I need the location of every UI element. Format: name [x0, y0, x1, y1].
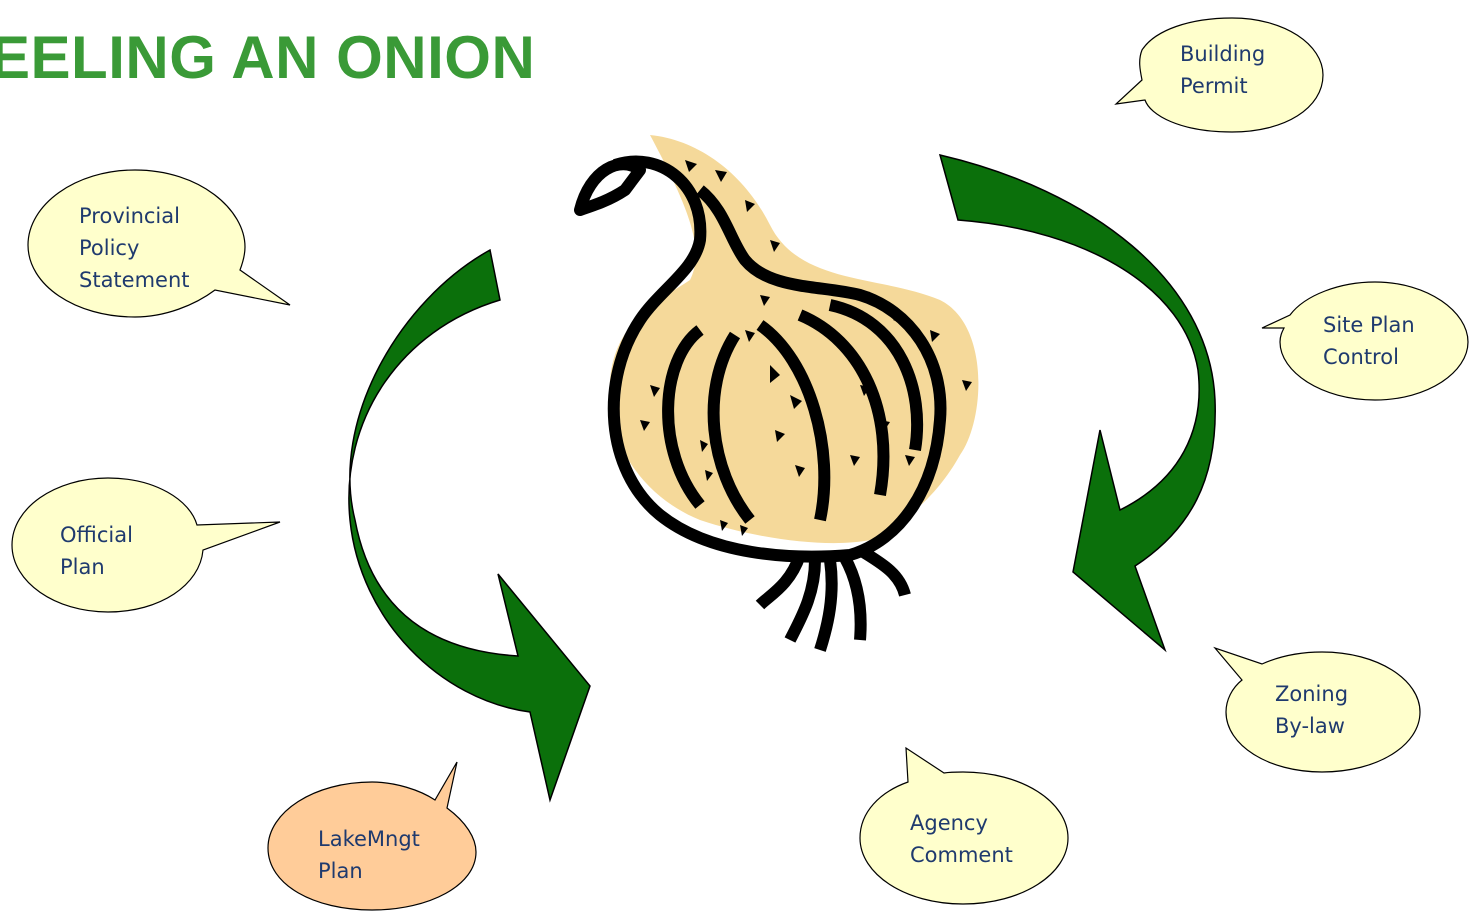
bubble-agency-comment-text: Agency Comment	[910, 811, 1013, 867]
bubble-official-plan-text: Official Plan	[60, 523, 140, 579]
onion-layer-3	[756, 320, 831, 522]
bubble-agency-comment-shape	[859, 746, 1069, 905]
onion-specks	[640, 160, 972, 536]
bubble-zoning-by-law-text: Zoning By-law	[1275, 682, 1355, 738]
bubble-zoning-by-law: Zoning By-law	[1213, 646, 1421, 773]
bubble-site-plan-control-shape	[1261, 281, 1469, 401]
bubble-line: Plan	[60, 555, 105, 579]
onion-layer-1	[662, 325, 705, 509]
bubble-line: LakeMngt	[318, 827, 420, 851]
onion-layer-5	[828, 299, 924, 451]
onion-root-1	[755, 552, 806, 610]
onion-icon	[574, 135, 979, 652]
bubble-site-plan-control: Site Plan Control	[1261, 281, 1469, 401]
bubble-line: Provincial	[79, 204, 180, 228]
bubble-zoning-by-law-shape	[1213, 646, 1421, 773]
bubble-provincial-policy-statement-shape	[27, 169, 291, 318]
bubble-lakemngt-plan-shape	[267, 761, 477, 911]
bubble-provincial-policy-statement: Provincial Policy Statement	[27, 169, 291, 318]
bubble-line: Building	[1180, 42, 1265, 66]
onion-layer-2	[707, 331, 755, 524]
bubble-line: Control	[1323, 345, 1399, 369]
bubble-line: Policy	[79, 236, 139, 260]
bubble-site-plan-control-text: Site Plan Control	[1323, 313, 1421, 369]
bubble-official-plan-shape	[11, 477, 281, 613]
bubble-line: Zoning	[1275, 682, 1348, 706]
bubble-line: Official	[60, 523, 133, 547]
onion-stem	[574, 158, 646, 216]
onion-root-4	[839, 555, 867, 641]
bubble-line: Statement	[79, 268, 190, 292]
curved-arrow-left-icon	[348, 248, 591, 803]
bubble-lakemngt-plan: LakeMngt Plan	[267, 761, 477, 911]
bubble-lakemngt-plan-text: LakeMngt Plan	[318, 827, 427, 883]
bubble-agency-comment: Agency Comment	[859, 746, 1069, 905]
bubble-line: Permit	[1180, 74, 1248, 98]
bubble-line: Plan	[318, 859, 363, 883]
onion-root-3	[814, 559, 838, 652]
onion-layer-4	[797, 309, 890, 497]
bubble-line: Site Plan	[1323, 313, 1415, 337]
page-title: EELING AN ONION	[0, 24, 536, 91]
bubble-building-permit-shape	[1114, 17, 1324, 133]
onion-root-2	[784, 559, 821, 643]
bubble-line: Agency	[910, 811, 988, 835]
onion-root-5	[856, 544, 911, 597]
bubble-building-permit-text: Building Permit	[1180, 42, 1272, 98]
bubble-line: Comment	[910, 843, 1013, 867]
bubble-official-plan: Official Plan	[11, 477, 281, 613]
bubble-provincial-policy-statement-text: Provincial Policy Statement	[79, 204, 190, 292]
curved-arrow-right-icon	[938, 153, 1216, 653]
onion-outline	[607, 155, 947, 563]
bubble-building-permit: Building Permit	[1114, 17, 1324, 133]
bubble-line: By-law	[1275, 714, 1345, 738]
